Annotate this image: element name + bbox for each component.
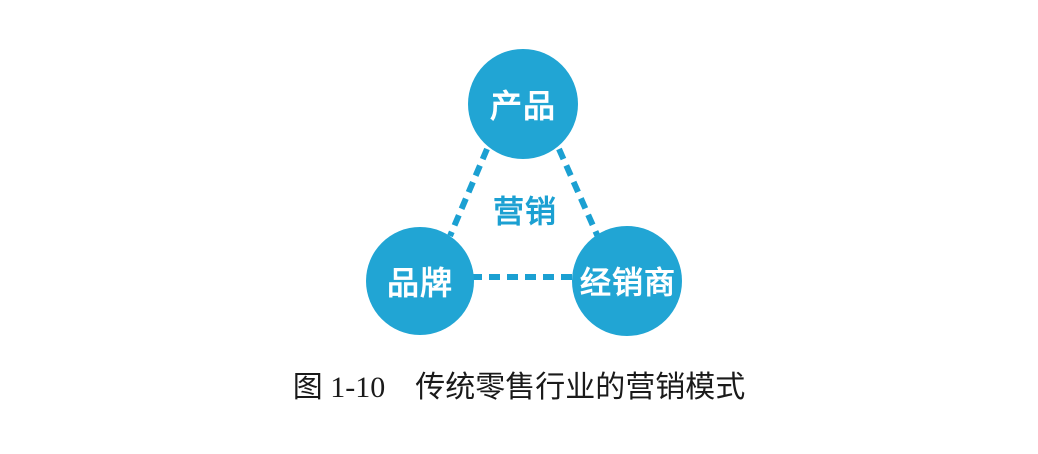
node-distributor[interactable]: 经销商	[572, 226, 682, 336]
node-brand-label: 品牌	[387, 265, 453, 301]
connector-product-brand	[447, 147, 490, 238]
node-distributor-circle[interactable]	[572, 226, 682, 336]
node-distributor-label: 经销商	[580, 266, 676, 301]
node-product-circle[interactable]	[468, 49, 578, 159]
node-brand-circle[interactable]	[366, 227, 474, 335]
connector-product-distributor	[556, 147, 601, 239]
connector-group	[447, 147, 601, 280]
node-brand[interactable]: 品牌	[366, 227, 474, 335]
node-product[interactable]: 产品	[468, 49, 578, 159]
center-label-marketing: 营销	[493, 195, 557, 230]
figure-caption: 图 1-10 传统零售行业的营销模式	[292, 371, 746, 404]
node-product-label: 产品	[490, 88, 556, 124]
